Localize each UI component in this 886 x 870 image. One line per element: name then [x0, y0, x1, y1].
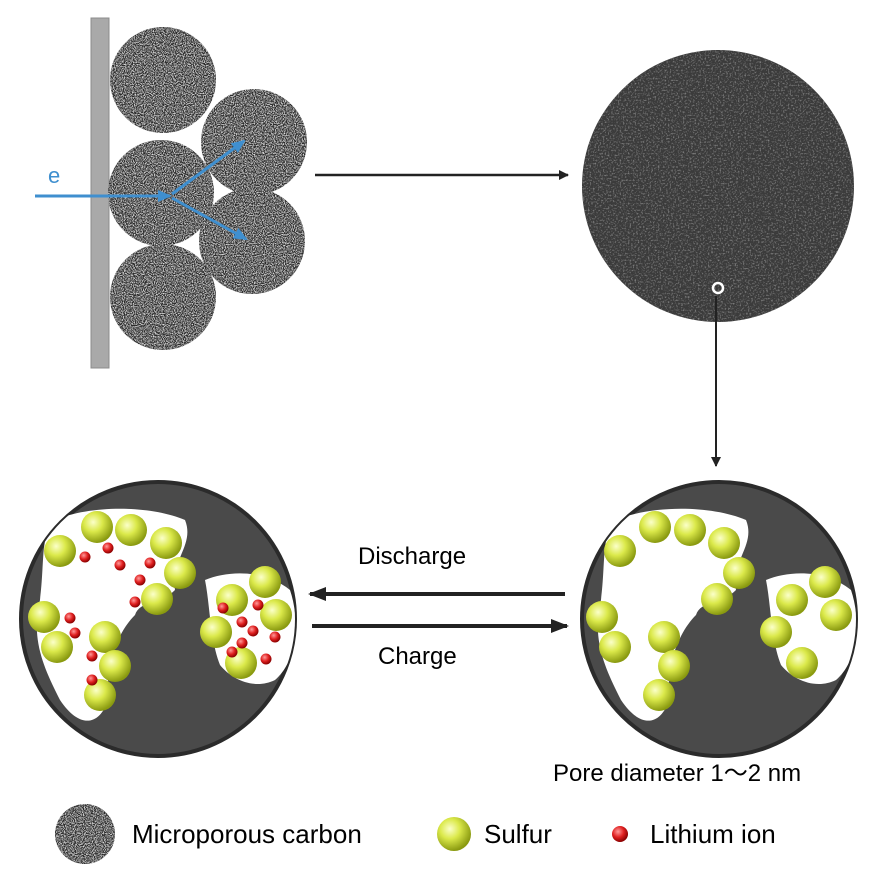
sulfur-sphere: [141, 583, 173, 615]
electron-arrow-up: [171, 139, 246, 196]
sulfur-sphere: [599, 631, 631, 663]
lithium-ion: [102, 542, 114, 554]
sulfur-sphere: [604, 535, 636, 567]
lithium-ion: [236, 616, 248, 628]
sulfur-sphere: [44, 535, 76, 567]
lithium-ion: [260, 653, 272, 665]
sulfur-sphere: [701, 583, 733, 615]
lithium-ion: [69, 627, 81, 639]
lithium-ion: [269, 631, 281, 643]
sulfur-sphere: [658, 650, 690, 682]
sulfur-sphere: [643, 679, 675, 711]
sulfur-sphere: [639, 511, 671, 543]
electron-label: e: [48, 163, 61, 188]
sulfur-sphere: [115, 514, 147, 546]
sulfur-sphere: [89, 621, 121, 653]
legend-label-sulfur: Sulfur: [484, 819, 552, 849]
current-collector-plate: [90, 17, 110, 369]
sulfur-sphere: [249, 566, 281, 598]
lithium-ion: [252, 599, 264, 611]
sulfur-sphere: [809, 566, 841, 598]
lithium-ion: [86, 650, 98, 662]
discharge-label: Discharge: [358, 543, 467, 570]
carbon-particle-cluster: [108, 27, 307, 350]
carbon-particle: [110, 244, 216, 350]
carbon-particle: [201, 89, 307, 195]
microporous-carbon-icon: [55, 804, 115, 864]
lithium-ion: [114, 559, 126, 571]
legend-label-microporous-carbon: Microporous carbon: [132, 819, 362, 849]
electron-arrow-down: [171, 196, 248, 241]
pore-diameter-label: Pore diameter 1～2 nm: [553, 760, 802, 787]
sulfur-sphere: [586, 601, 618, 633]
sulfur-sphere: [786, 647, 818, 679]
sulfur-sphere: [99, 650, 131, 682]
carbon-particle: [110, 27, 216, 133]
sulfur-sphere: [648, 621, 680, 653]
sulfur-sphere: [81, 511, 113, 543]
sulfur-sphere: [723, 557, 755, 589]
sulfur-sphere: [760, 616, 792, 648]
lithium-ion: [86, 674, 98, 686]
lithium-ion: [226, 646, 238, 658]
sulfur-sphere: [164, 557, 196, 589]
sulfur-sphere: [820, 599, 852, 631]
sulfur-sphere: [708, 527, 740, 559]
lithium-ion: [79, 551, 91, 563]
sulfur-sphere: [150, 527, 182, 559]
discharged-particle: [19, 480, 297, 758]
sulfur-sphere-icon: [437, 817, 471, 851]
sulfur-sphere: [200, 616, 232, 648]
sulfur-sphere: [84, 679, 116, 711]
lithium-ion: [129, 596, 141, 608]
sulfur-sphere: [41, 631, 73, 663]
lithium-ion-icon: [612, 826, 628, 842]
charge-label: Charge: [378, 643, 457, 670]
carbon-particle: [108, 140, 214, 246]
sulfur-sphere: [776, 584, 808, 616]
lithium-ion: [236, 637, 248, 649]
lithium-ion: [247, 625, 259, 637]
sulfur-sphere: [674, 514, 706, 546]
magnified-carbon-particle: [582, 50, 854, 322]
lithium-ion: [64, 612, 76, 624]
lithium-ion: [217, 602, 229, 614]
legend-label-lithium-ion: Lithium ion: [650, 819, 776, 849]
carbon-particle: [199, 188, 305, 294]
sulfur-sphere: [260, 599, 292, 631]
sphere-layer: [28, 511, 852, 711]
electron-path: [35, 139, 248, 241]
sulfur-sphere: [28, 601, 60, 633]
lithium-ion: [134, 574, 146, 586]
charged-particle: [580, 480, 858, 758]
pore-marker: [711, 281, 725, 295]
lithium-ion: [144, 557, 156, 569]
